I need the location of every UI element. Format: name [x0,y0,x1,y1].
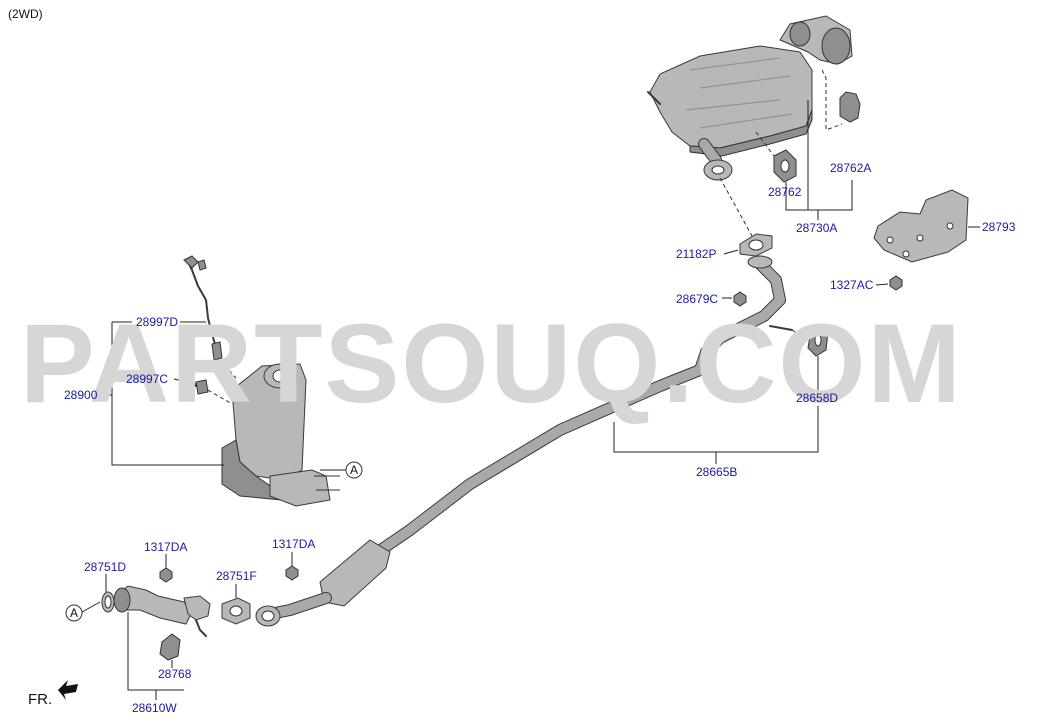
part-label-28793[interactable]: 28793 [982,220,1016,234]
nut-1317DA-a-part[interactable] [159,567,173,583]
part-label-28900[interactable]: 28900 [64,388,98,402]
watermark: PARTSOUQ.COM [20,301,963,426]
gasket-28751D-part[interactable] [101,591,115,613]
part-label-28768[interactable]: 28768 [158,667,192,681]
part-label-28751F[interactable]: 28751F [216,569,257,583]
ref-marker-upper [345,461,363,479]
catalytic-converter-28900-part[interactable] [221,363,340,507]
part-label-1317DA-a[interactable]: 1317DA [144,540,187,554]
part-label-1317DA-b[interactable]: 1317DA [272,537,315,551]
front-marker-label: FR. [28,691,52,708]
part-label-28997D[interactable]: 28997D [136,315,178,329]
hanger-28768-part[interactable] [159,633,181,661]
hanger-28762A-part[interactable] [839,91,861,123]
sensor-28997D-part[interactable] [183,255,223,361]
part-label-28679C[interactable]: 28679C [676,292,718,306]
gasket-28751F-part[interactable] [221,597,251,625]
hanger-28658D-part[interactable] [807,325,829,357]
part-label-28658D[interactable]: 28658D [796,391,838,405]
part-label-1327AC[interactable]: 1327AC [830,278,874,292]
gasket-21182P-part[interactable] [739,233,773,257]
part-label-28751D[interactable]: 28751D [84,560,126,574]
nut-28679C-part[interactable] [733,291,747,307]
ref-marker-lower [65,604,83,622]
sensor-28997C-part[interactable] [181,369,209,395]
ref-marker-lower-label: A [70,606,78,620]
front-arrow-icon [58,680,78,700]
part-label-28665B[interactable]: 28665B [696,465,737,479]
part-label-28762[interactable]: 28762 [768,185,802,199]
front-pipe-28610W-part[interactable] [113,585,211,637]
ref-marker-upper-label: A [350,463,358,477]
heat-protector-28793-part[interactable] [873,189,969,263]
variant-label: (2WD) [8,7,43,21]
hanger-28762-part[interactable] [773,149,797,183]
part-label-28610W[interactable]: 28610W [132,701,177,715]
part-label-21182P[interactable]: 21182P [676,247,716,261]
nut-1317DA-b-part[interactable] [285,565,299,581]
rear-muffler-part[interactable] [647,15,853,181]
bolt-1327AC-part[interactable] [889,275,903,291]
part-label-28762A[interactable]: 28762A [830,161,871,175]
part-label-28997C[interactable]: 28997C [126,372,168,386]
center-pipe-28665B-part[interactable] [255,255,793,627]
part-label-28730A[interactable]: 28730A [796,221,837,235]
